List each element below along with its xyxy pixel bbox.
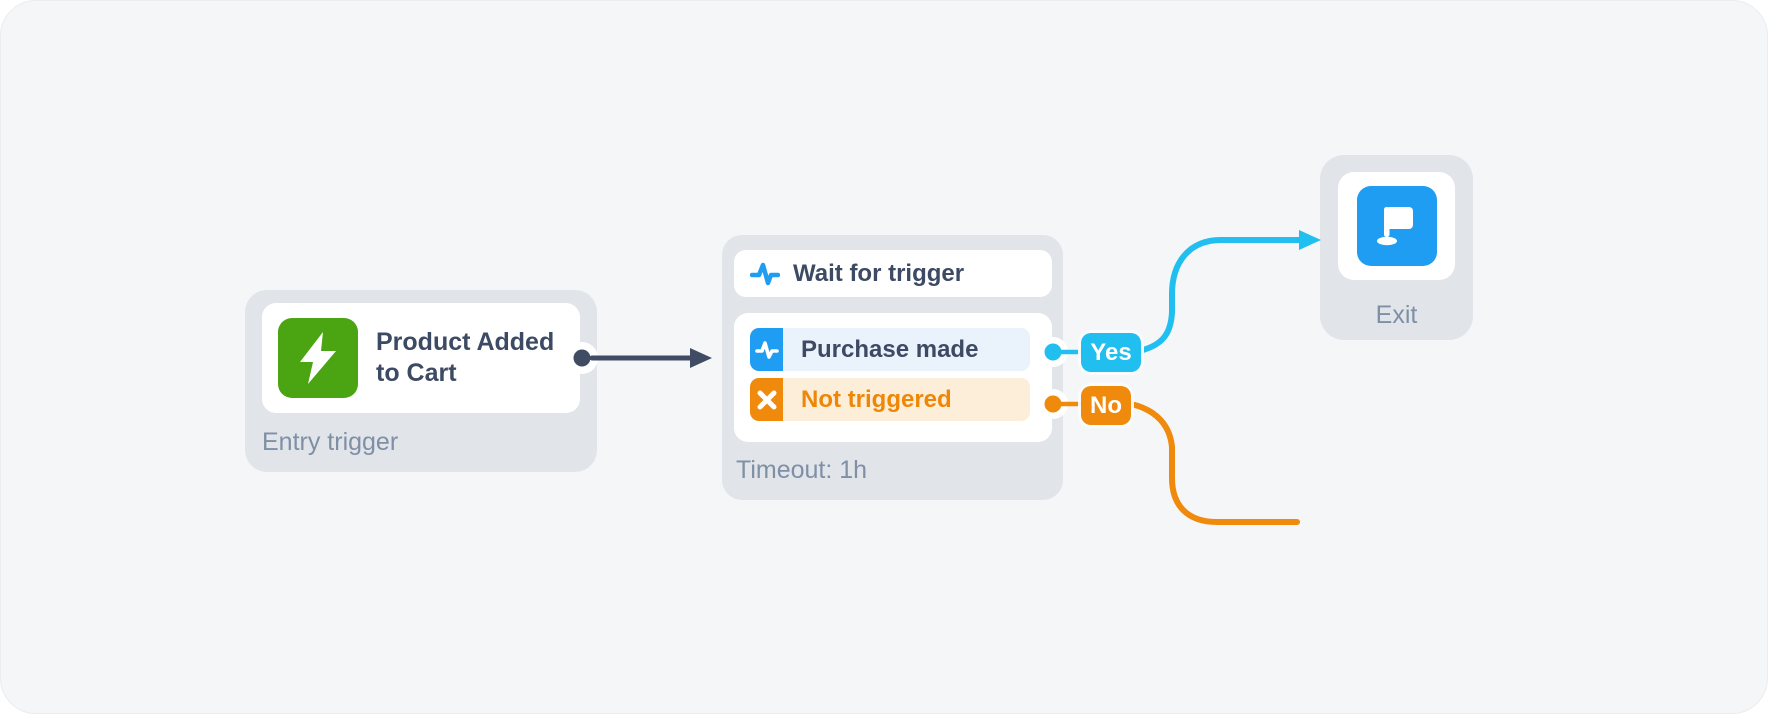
no-edge-badge[interactable]: No [1081,386,1131,425]
branch-not-triggered[interactable]: Not triggered [750,378,1030,421]
wait-for-trigger-node: Wait for trigger Purchase made Not trigg… [722,235,1063,500]
branch-purchase-made-label: Purchase made [783,328,1030,371]
lightning-icon [278,318,358,398]
wait-timeout-label: Timeout: 1h [736,456,868,484]
wait-node-title: Wait for trigger [793,259,965,287]
entry-trigger-card[interactable]: Product Added to Cart [262,303,580,413]
entry-trigger-node: Product Added to Cart Entry trigger [245,290,597,472]
wait-branches-card: Purchase made Not triggered [734,313,1052,442]
flag-icon [1356,186,1437,266]
exit-node: Exit [1320,155,1473,340]
x-icon [750,378,783,421]
entry-trigger-title: Product Added to Cart [376,328,555,387]
branch-not-triggered-label: Not triggered [783,378,1030,421]
pulse-icon [750,261,780,287]
exit-card[interactable] [1338,172,1455,280]
entry-trigger-caption: Entry trigger [262,428,399,456]
exit-caption: Exit [1375,301,1418,329]
wait-node-header[interactable]: Wait for trigger [734,250,1052,297]
branch-purchase-made[interactable]: Purchase made [750,328,1030,371]
pulse-icon [750,328,783,371]
yes-edge-badge[interactable]: Yes [1081,333,1141,372]
